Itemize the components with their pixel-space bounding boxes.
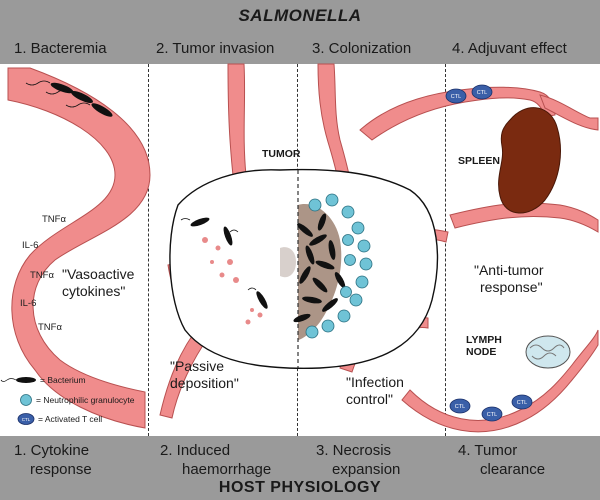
spleen-label: SPLEEN [458, 155, 501, 167]
bloodstream-bacteria [25, 80, 113, 117]
ctl-cell-4 [481, 406, 503, 422]
tumor-label: TUMOR [262, 148, 301, 160]
legend-ctl-text: = Activated T cell [38, 414, 103, 424]
cytokine-label-2: IL-6 [22, 240, 39, 251]
ctl-cells [445, 84, 533, 422]
stage-necrosis-expansion: 3. Necrosis expansion [316, 441, 400, 479]
lymph-node-line1: LYMPH [466, 334, 502, 346]
ctl-icon-text: CTL [22, 417, 31, 422]
vasoactive-cytokines-line1: "Vasoactive [62, 266, 135, 282]
lymph-vessel [401, 329, 599, 433]
spleen-organ [498, 107, 561, 214]
cytokine-label-5: TNFα [38, 322, 62, 333]
neutrophil-icon [20, 394, 32, 406]
anti-tumor-response-label: "Anti-tumor response" [474, 262, 544, 296]
stage-induced-haemorrhage-line2: haemorrhage [182, 461, 272, 478]
haemorrhage-droplets [202, 237, 263, 325]
divider-3 [445, 64, 446, 436]
stage-tumor-invasion-title: 2. Tumor invasion [156, 40, 275, 57]
ctl-text-4: CTL [487, 412, 497, 418]
footer-band [0, 436, 600, 500]
legend-icons: CTL [0, 377, 36, 425]
stage-necrosis-expansion-line1: 3. Necrosis [316, 442, 392, 459]
bacterium-icon [16, 377, 36, 383]
stage-tumor-clearance: 4. Tumor clearance [458, 441, 545, 479]
header-title: SALMONELLA [238, 6, 362, 25]
stage-necrosis-expansion-line2: expansion [332, 461, 401, 478]
lymph-node-line2: NODE [466, 346, 497, 358]
divider-1 [148, 64, 149, 436]
header-band [0, 0, 600, 64]
spleen-right-vessel [539, 94, 599, 131]
ctl-cell-2 [471, 84, 493, 100]
ctl-icon [17, 413, 35, 425]
cytokine-label-4: IL-6 [20, 298, 37, 309]
stage-cytokine-response-line1: 1. Cytokine [14, 442, 90, 459]
legend-neutrophil-text: = Neutrophilic granulocyte [36, 395, 135, 405]
ctl-cell-1 [445, 88, 467, 104]
anti-tumor-response-line1: "Anti-tumor [474, 262, 544, 278]
stage-adjuvant-effect-title: 4. Adjuvant effect [452, 40, 567, 57]
ctl-cell-5 [511, 394, 533, 410]
passive-deposition-line2: deposition" [170, 375, 239, 391]
vasoactive-cytokines-line2: cytokines" [62, 283, 126, 299]
necrosis-bacteria-colony [293, 213, 346, 323]
bloodstream-vessel [7, 67, 151, 429]
stage-colonization-title: 3. Colonization [312, 40, 412, 57]
infection-control-line2: control" [346, 391, 393, 407]
infection-control-label: "Infection control" [346, 374, 404, 408]
ctl-text-5: CTL [517, 400, 527, 406]
stage-induced-haemorrhage: 2. Induced haemorrhage [160, 441, 271, 479]
ctl-cell-3 [449, 398, 471, 414]
lymph-node-label: LYMPH NODE [466, 334, 502, 358]
lymph-node-organ [525, 335, 571, 369]
ctl-text-2: CTL [477, 90, 487, 96]
legend-bacterium-text: = Bacterium [40, 375, 86, 385]
ctl-text-1: CTL [451, 94, 461, 100]
invading-bacteria [180, 217, 268, 309]
necrotic-core [280, 204, 342, 340]
stage-cytokine-response: 1. Cytokine response [14, 441, 92, 479]
anti-tumor-response-line2: response" [480, 279, 543, 295]
ctl-text-3: CTL [455, 404, 465, 410]
passive-deposition-line1: "Passive [170, 358, 224, 374]
footer-title: HOST PHYSIOLOGY [218, 479, 382, 496]
stage-tumor-clearance-line1: 4. Tumor [458, 442, 518, 459]
cytokine-label-1: TNFα [42, 214, 66, 225]
stage-induced-haemorrhage-line1: 2. Induced [160, 442, 231, 459]
infection-control-line1: "Infection [346, 374, 404, 390]
stage-cytokine-response-line2: response [30, 461, 92, 478]
cytokine-label-3: TNFα [30, 270, 54, 281]
passive-deposition-label: "Passive deposition" [170, 358, 239, 392]
stage-bacteremia-title: 1. Bacteremia [14, 40, 107, 57]
stage-tumor-clearance-line2: clearance [480, 461, 546, 478]
vasoactive-cytokines-label: "Vasoactive cytokines" [62, 266, 134, 300]
neutrophil-ring [305, 193, 373, 339]
